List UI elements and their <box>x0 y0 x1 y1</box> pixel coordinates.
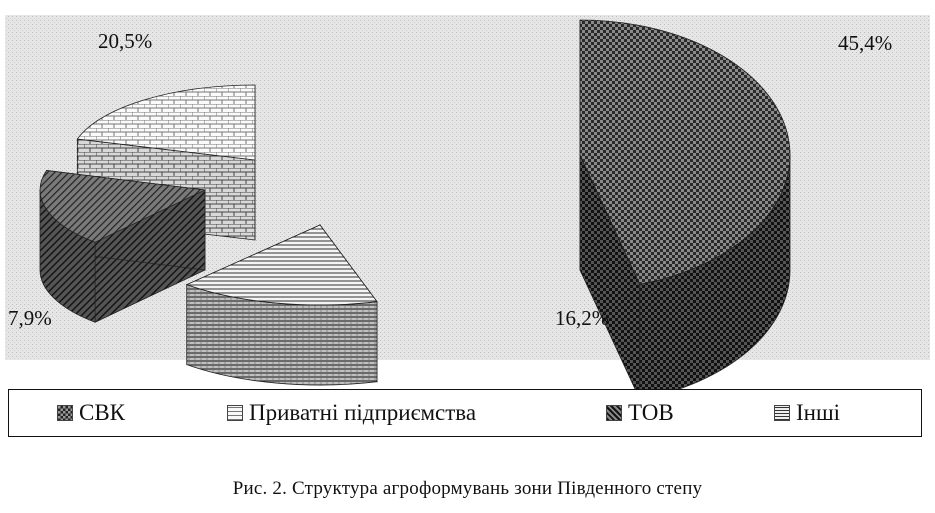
data-label-other: 16,2% <box>555 306 609 330</box>
data-label-tov: 7,9% <box>8 306 52 330</box>
brick-pattern-icon <box>227 405 243 421</box>
data-label-svk: 45,4% <box>838 31 892 55</box>
legend-item-other: Інші <box>774 400 840 426</box>
legend-label: ТОВ <box>628 400 674 425</box>
legend-label: СВК <box>79 400 126 425</box>
slice-svk-top <box>579 19 791 285</box>
slice-tov <box>39 170 207 323</box>
legend-label: Інші <box>796 400 841 425</box>
horizontal-hatch-icon <box>774 405 790 421</box>
legend-item-private: Приватні підприємства <box>227 400 476 426</box>
legend-item-tov: ТОВ <box>606 400 674 426</box>
checker-pattern-icon <box>57 405 73 421</box>
slice-svk <box>579 19 791 400</box>
slice-other <box>185 223 378 386</box>
data-label-private: 20,5% <box>98 29 152 53</box>
diagonal-hatch-icon <box>606 405 622 421</box>
legend-item-svk: СВК <box>57 400 125 426</box>
legend: СВК Приватні підприємства ТОВ Інші <box>8 389 922 437</box>
slice-tov-top <box>39 170 207 243</box>
legend-label: Приватні підприємства <box>249 400 477 425</box>
slice-other-top <box>185 224 378 306</box>
slice-private-top <box>76 84 256 161</box>
figure-caption: Рис. 2. Структура агроформувань зони Пів… <box>232 478 703 499</box>
